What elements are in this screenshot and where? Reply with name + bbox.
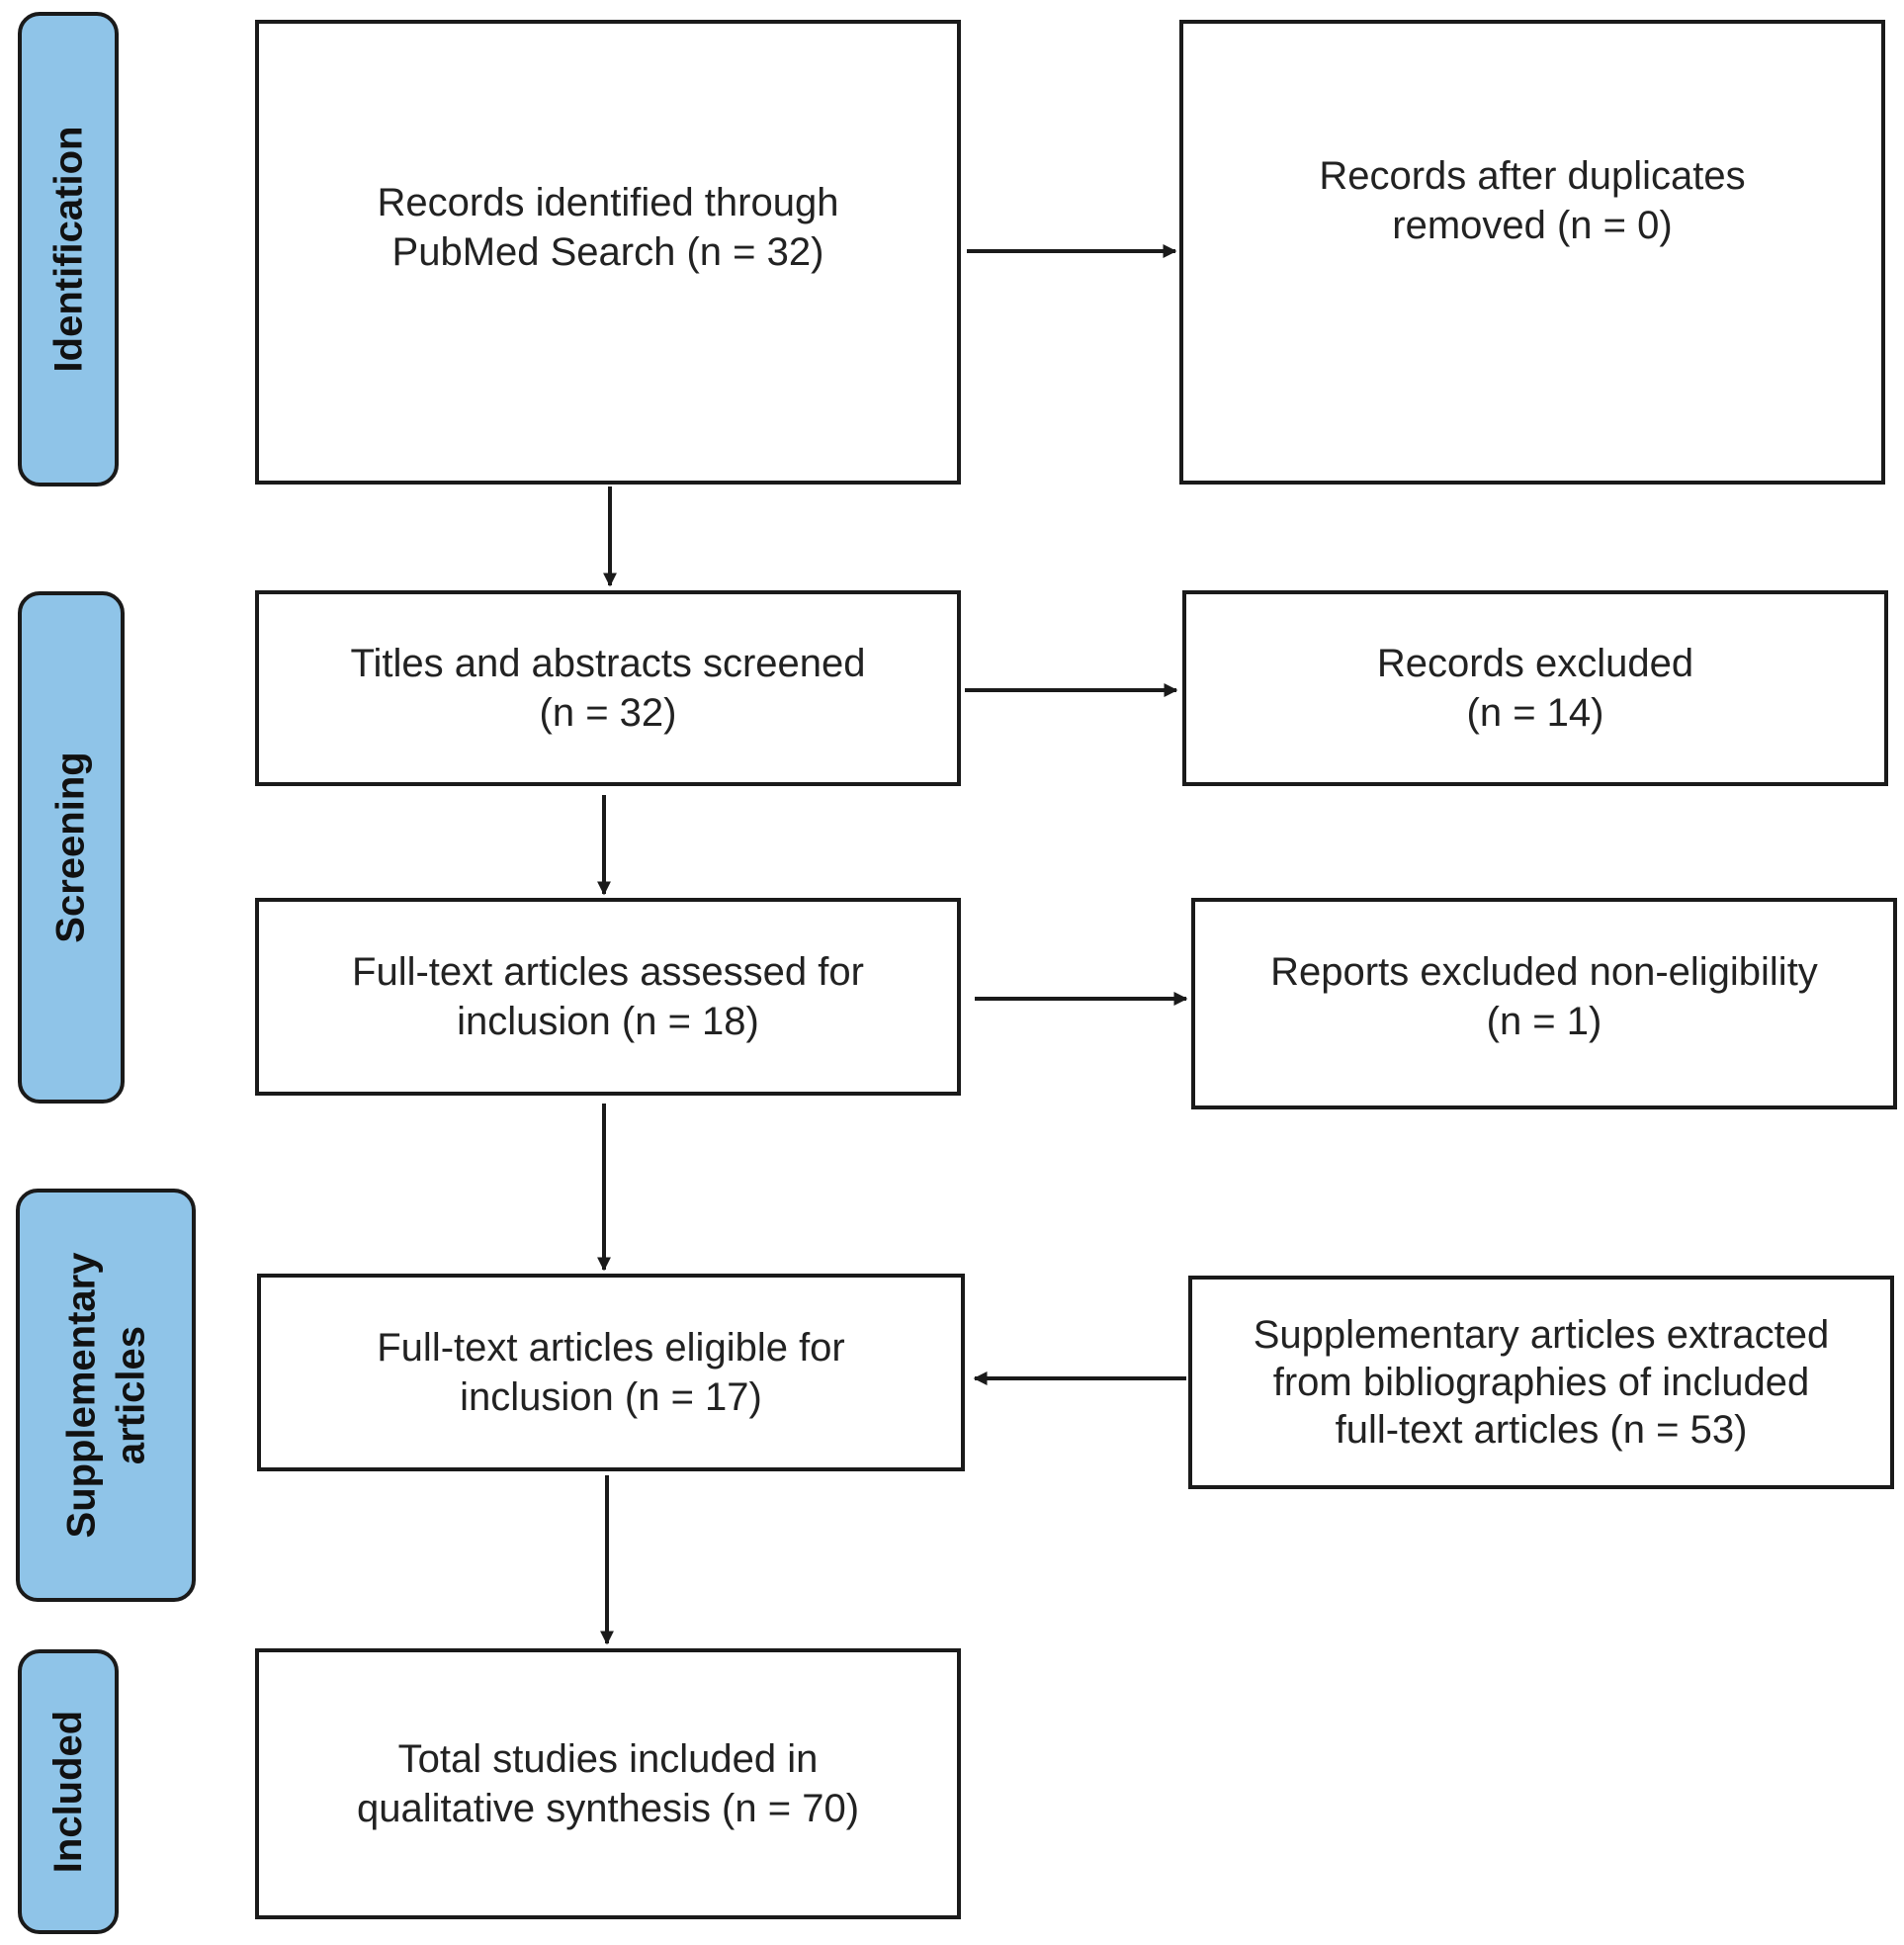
box-duplicates-removed: Records after duplicates removed (n = 0)	[1179, 20, 1885, 485]
stage-supplementary-articles: Supplementary articles	[16, 1189, 196, 1602]
stage-included-label: Included	[46, 1710, 91, 1874]
box-titles-screened: Titles and abstracts screened (n = 32)	[255, 590, 961, 786]
box-total-included-text: Total studies included in qualitative sy…	[356, 1737, 860, 1830]
box-fulltext-assessed: Full-text articles assessed for inclusio…	[255, 898, 961, 1096]
box-records-excluded-text: Records excluded (n = 14)	[1376, 642, 1694, 735]
box-fulltext-eligible-text: Full-text articles eligible for inclusio…	[377, 1326, 845, 1419]
box-duplicates-removed-text: Records after duplicates removed (n = 0)	[1319, 154, 1746, 247]
stage-supplementary-articles-label: Supplementary articles	[59, 1252, 152, 1539]
box-records-excluded: Records excluded (n = 14)	[1182, 590, 1888, 786]
box-supplementary-extracted-text: Supplementary articles extracted from bi…	[1253, 1313, 1830, 1452]
stage-identification-label: Identification	[46, 126, 91, 373]
stage-included: Included	[18, 1649, 119, 1934]
box-reports-excluded: Reports excluded non-eligibility (n = 1)	[1191, 898, 1897, 1109]
box-total-included: Total studies included in qualitative sy…	[255, 1648, 961, 1919]
box-records-identified: Records identified through PubMed Search…	[255, 20, 961, 485]
box-supplementary-extracted: Supplementary articles extracted from bi…	[1188, 1276, 1894, 1489]
stage-screening-label: Screening	[49, 751, 93, 943]
stage-screening: Screening	[18, 591, 125, 1104]
box-fulltext-eligible: Full-text articles eligible for inclusio…	[257, 1274, 965, 1471]
box-reports-excluded-text: Reports excluded non-eligibility (n = 1)	[1270, 950, 1818, 1043]
box-fulltext-assessed-text: Full-text articles assessed for inclusio…	[352, 950, 864, 1043]
stage-identification: Identification	[18, 12, 119, 486]
box-titles-screened-text: Titles and abstracts screened (n = 32)	[350, 642, 866, 735]
box-records-identified-text: Records identified through PubMed Search…	[377, 181, 839, 274]
